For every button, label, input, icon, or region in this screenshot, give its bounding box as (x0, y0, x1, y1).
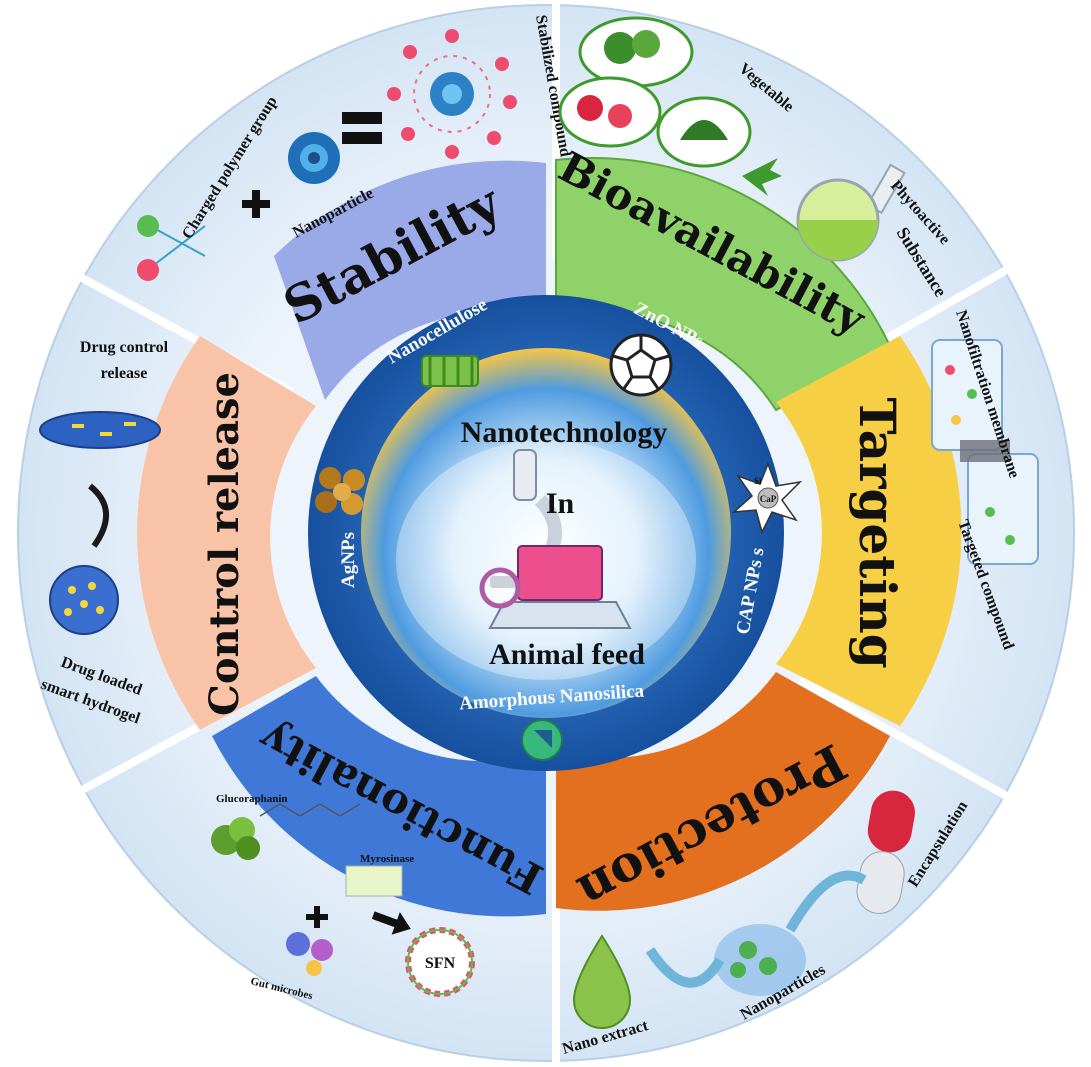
plus-icon-2 (306, 906, 328, 928)
center-title-bottom: Animal feed (489, 638, 645, 671)
center-title-top: Nanotechnology (461, 416, 668, 449)
segment-protection (556, 672, 890, 911)
stabilized-compound-icon (387, 29, 517, 159)
arrow-icon (742, 158, 782, 196)
charged-polymer-icon (137, 215, 206, 281)
drug-disc-icon (39, 411, 161, 449)
label-agnps: AgNPs (338, 532, 359, 588)
center-disc (361, 348, 731, 718)
curved-arrow-icon-2 (645, 947, 725, 988)
segments (137, 157, 962, 917)
flask-icon (796, 163, 906, 262)
vegetable-icon (558, 16, 752, 168)
nanoparticles-icon (714, 924, 806, 996)
laptop-icon (488, 545, 632, 629)
right-arrow-icon (371, 911, 411, 935)
sfn-ring-icon: SFN (405, 927, 475, 997)
title-targeting: Targeting (848, 397, 907, 668)
capsule-icon (856, 790, 915, 914)
cap-star-icon: CaP Si (731, 461, 803, 535)
title-control-release: Control release (201, 372, 248, 716)
nanoparticle-sphere-icon (288, 132, 340, 184)
nanoparticle-icon (315, 467, 365, 515)
label-drug-control-1: Drug control (80, 339, 169, 356)
label-glucoraphanin: Glucoraphanin (216, 793, 288, 805)
broccoli-icon (211, 817, 260, 860)
segment-functionality (212, 676, 546, 917)
drug-particles (72, 422, 136, 436)
nanosilica-icon (521, 719, 563, 761)
label-sfn: SFN (425, 955, 456, 972)
segment-targeting (776, 336, 962, 726)
nanofiltration-icon (931, 339, 1039, 565)
glucoraphanin-molecule (259, 803, 361, 817)
myrosinase-structure (345, 865, 403, 897)
segment-control-release (137, 336, 316, 730)
magnifier-icon (479, 567, 521, 609)
hydrogel-particles (64, 582, 104, 616)
nanocellulose-icon (421, 355, 479, 387)
equals-icon (342, 112, 382, 144)
plus-icon (242, 190, 270, 218)
fullerene-icon (609, 333, 673, 397)
curved-arrow-icon (785, 870, 867, 933)
label-drug-control-2: release (101, 365, 148, 382)
release-arrow-icon (88, 483, 110, 548)
droplet-icon (572, 934, 632, 1029)
center-title-mid: In (546, 487, 575, 520)
microbe-icon (286, 932, 333, 976)
segment-stability (274, 160, 546, 400)
si-label: Si (754, 476, 762, 486)
cap-label: CaP (760, 494, 777, 504)
label-myrosinase: Myrosinase (360, 853, 414, 865)
